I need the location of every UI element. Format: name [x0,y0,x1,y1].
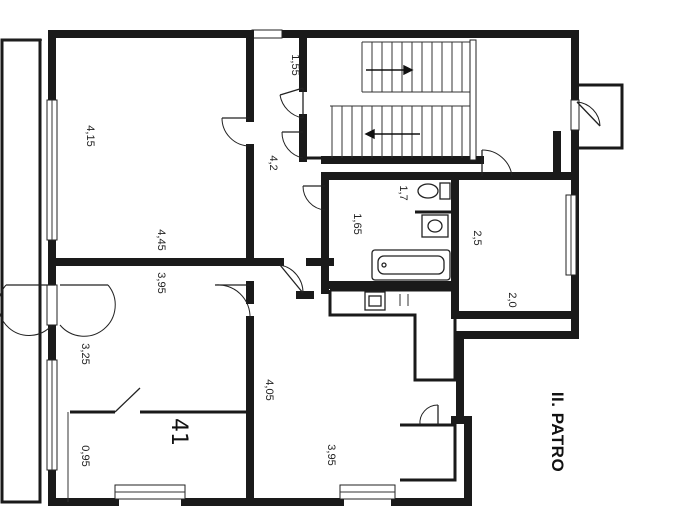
kitchen-sink-icon [399,294,409,306]
fixtures [364,182,451,311]
dim-wc-width: 1,7 [397,185,409,200]
dim-upper-left-room-length: 4,45 [155,229,167,250]
dim-bottom-room-width: 4,05 [263,379,275,400]
door-corridor-upper [279,87,304,119]
dim-corridor-length: 4,2 [267,155,279,170]
dim-upper-left-room-width: 4,15 [84,125,96,146]
top-window [251,29,283,39]
dimension-labels: 4,15 4,45 1,55 4,2 3,95 3,25 0,95 4,05 3… [79,54,518,466]
door-bottom-right [419,404,439,426]
door-balcony [0,284,116,337]
door-corridor-lower-right [279,264,304,294]
lower-flight [330,105,470,158]
floor-label: II. PATRO [548,392,567,472]
handwritten-note: 41 [166,418,191,446]
bottom-windows [114,484,396,500]
right-windows [565,99,580,276]
staircase [330,39,477,161]
balcony [0,38,42,504]
bathtub-icon [371,249,451,281]
door-lower-left-room [214,284,251,319]
dim-corridor-gap: 1,55 [289,54,301,75]
door-right-room [481,149,513,177]
entrance-porch [575,83,624,150]
door-corridor-lower [281,131,304,159]
outer-walls [48,30,579,506]
dim-lower-left-room-width: 3,25 [79,343,91,364]
stove-icon [364,291,386,311]
dim-right-room-width: 2,5 [471,230,483,245]
sink-icon [421,214,449,238]
dim-bathroom-width: 1,65 [351,213,363,234]
interior-walls [48,30,574,506]
toilet-icon [417,182,451,200]
dim-bottom-room-length: 3,95 [325,444,337,465]
dim-small-room-width: 0,95 [79,445,91,466]
dim-lower-left-room-length: 3,95 [155,272,167,293]
door-upper-left-room [221,117,251,147]
upper-flight [361,41,470,93]
dim-right-room-length: 2,0 [506,292,518,307]
doors [0,87,513,426]
door-wc [302,185,326,211]
